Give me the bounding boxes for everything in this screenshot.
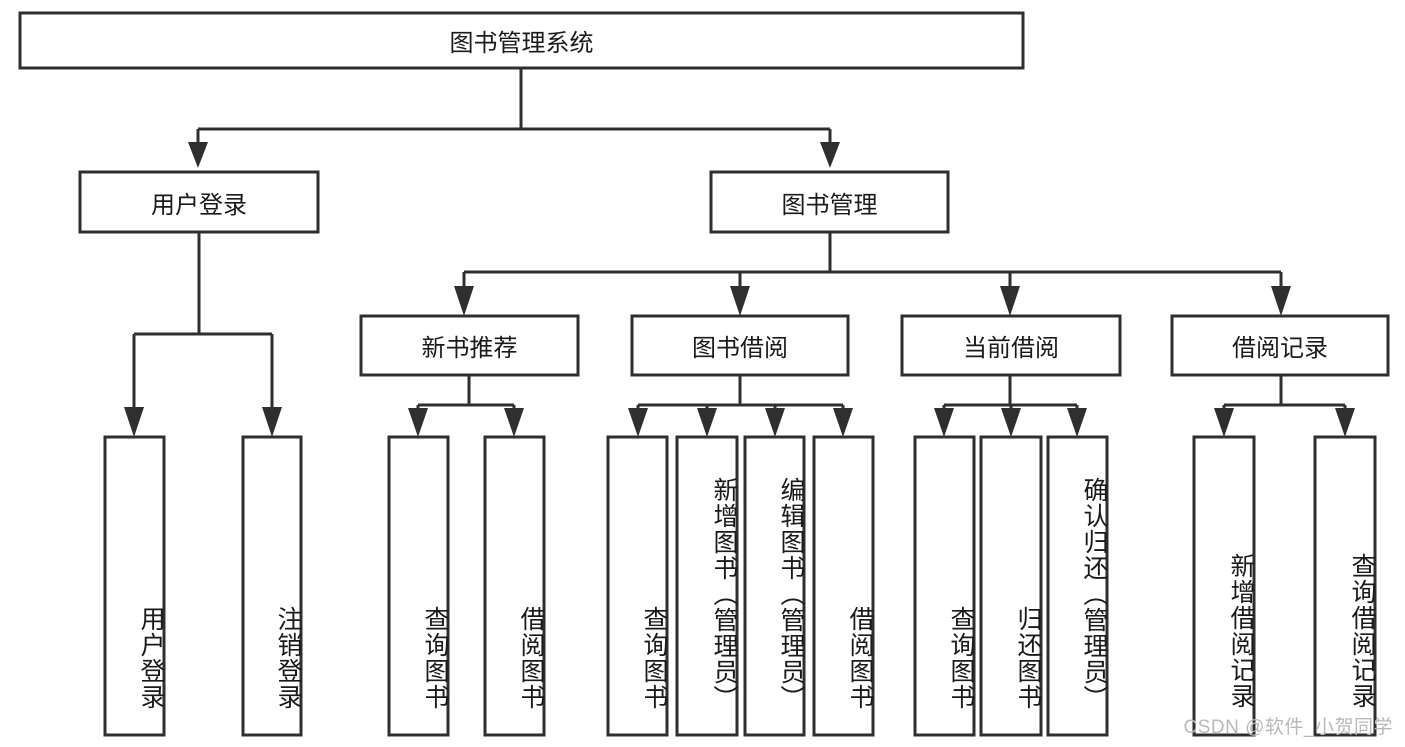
leaf-box-current-borrow-1[interactable] [913,435,976,737]
node-current-borrow-box[interactable] [900,314,1122,377]
leaf-box-user-login-2[interactable] [241,435,303,737]
leaf-box-book-borrow-2[interactable] [675,435,739,737]
arrowhead-to-current-borrow [1000,286,1020,316]
leaf-box-borrow-record-1[interactable] [1192,435,1256,737]
leaf-box-user-login-1[interactable] [103,435,166,737]
arrowhead-user-login-leaf2 [262,407,282,437]
node-user-login-box[interactable] [78,170,320,234]
arrowhead-to-new-book [454,286,474,316]
arrowhead-borrow-record-leaf2 [1335,408,1355,437]
leaf-box-book-borrow-1[interactable] [606,435,669,737]
leaf-box-new-book-2[interactable] [483,435,546,737]
arrowhead-current-borrow-leaf3 [1067,408,1087,437]
arrowhead-root-to-user-login [188,142,208,168]
arrowhead-current-borrow-leaf1 [934,408,954,437]
arrowhead-book-borrow-leaf3 [765,408,785,437]
arrowhead-root-to-book-mgmt [820,142,840,168]
arrowhead-to-borrow-record [1271,286,1291,316]
arrowhead-book-borrow-leaf1 [628,408,648,437]
node-root-box[interactable] [18,11,1025,70]
leaf-box-current-borrow-2[interactable] [979,435,1043,737]
arrowhead-book-borrow-leaf4 [833,408,853,437]
node-borrow-record-box[interactable] [1170,314,1390,377]
leaf-box-new-book-1[interactable] [387,435,450,737]
node-book-borrow-box[interactable] [630,314,850,377]
leaf-box-borrow-record-2[interactable] [1313,435,1377,737]
arrowhead-borrow-record-leaf1 [1214,408,1234,437]
arrowhead-book-borrow-leaf2 [697,408,717,437]
arrowhead-to-book-borrow [730,286,750,316]
node-new-book-recommend-box[interactable] [359,314,580,377]
arrowhead-new-book-leaf1 [408,408,428,437]
leaf-box-book-borrow-4[interactable] [812,435,875,737]
leaf-box-book-borrow-3[interactable] [743,435,806,737]
node-book-management-box[interactable] [709,170,950,234]
csdn-watermark: CSDN @软件_小贺同学 [1183,717,1393,738]
arrowhead-current-borrow-leaf2 [1001,408,1021,437]
leaf-box-current-borrow-3[interactable] [1046,435,1109,737]
arrowhead-user-login-leaf1 [124,407,144,437]
arrowhead-new-book-leaf2 [504,408,524,437]
